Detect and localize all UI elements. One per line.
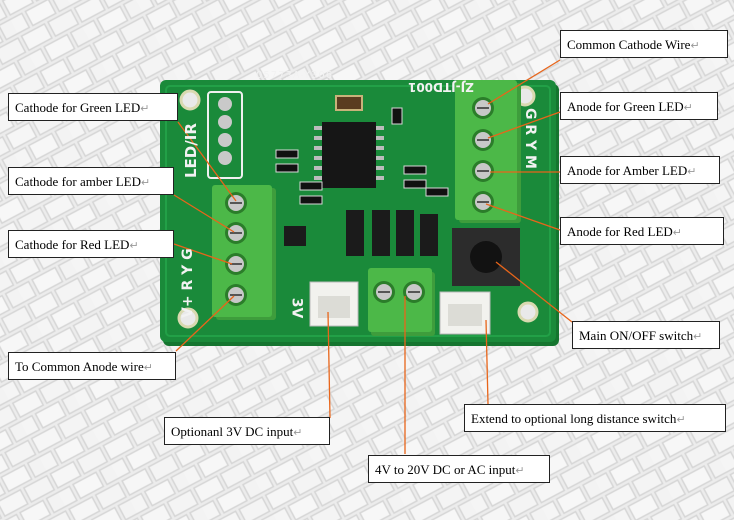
terminal-block-right — [455, 80, 521, 223]
terminal-block-left — [212, 185, 276, 320]
header-silk: LED/IR — [182, 123, 200, 178]
label-main-switch: Main ON/OFF switch↵ — [572, 321, 720, 349]
label-common-cathode-wire: Common Cathode Wire↵ — [560, 30, 728, 58]
right-terminal-silk: G R Y M — [522, 108, 538, 169]
voltage-silk: 3V — [288, 297, 305, 319]
transistor — [396, 210, 414, 256]
label-cathode-red: Cathode for Red LED↵ — [8, 230, 174, 258]
terminal-block-power — [368, 268, 435, 336]
transistor — [284, 226, 306, 246]
capacitor — [335, 95, 363, 111]
mount-hole — [177, 307, 199, 329]
label-long-distance-switch: Extend to optional long distance switch↵ — [464, 404, 726, 432]
part-number-silk: 05773A-Y306 — [256, 70, 334, 81]
label-cathode-green: Cathode for Green LED↵ — [8, 93, 178, 121]
mount-hole — [179, 89, 201, 111]
leader-lines — [173, 59, 573, 454]
left-terminal-silk: V+ R Y G — [180, 248, 196, 318]
label-anode-amber: Anode for Amber LED↵ — [560, 156, 720, 184]
label-anode-red: Anode for Red LED↵ — [560, 217, 724, 245]
label-common-anode: To Common Anode wire↵ — [8, 352, 176, 380]
label-anode-green: Anode for Green LED↵ — [560, 92, 718, 120]
label-optional-3v: Optionanl 3V DC input↵ — [164, 417, 330, 445]
transistor — [372, 210, 390, 256]
transistor — [420, 214, 438, 256]
mount-hole — [517, 301, 539, 323]
label-input-4v-20v: 4V to 20V DC or AC input↵ — [368, 455, 550, 483]
label-cathode-amber: Cathode for amber LED↵ — [8, 167, 174, 195]
model-silk: ZJ-JTD001 — [408, 80, 474, 94]
transistor — [346, 210, 364, 256]
ic-chip — [322, 122, 376, 188]
led-ir-header — [207, 91, 243, 179]
